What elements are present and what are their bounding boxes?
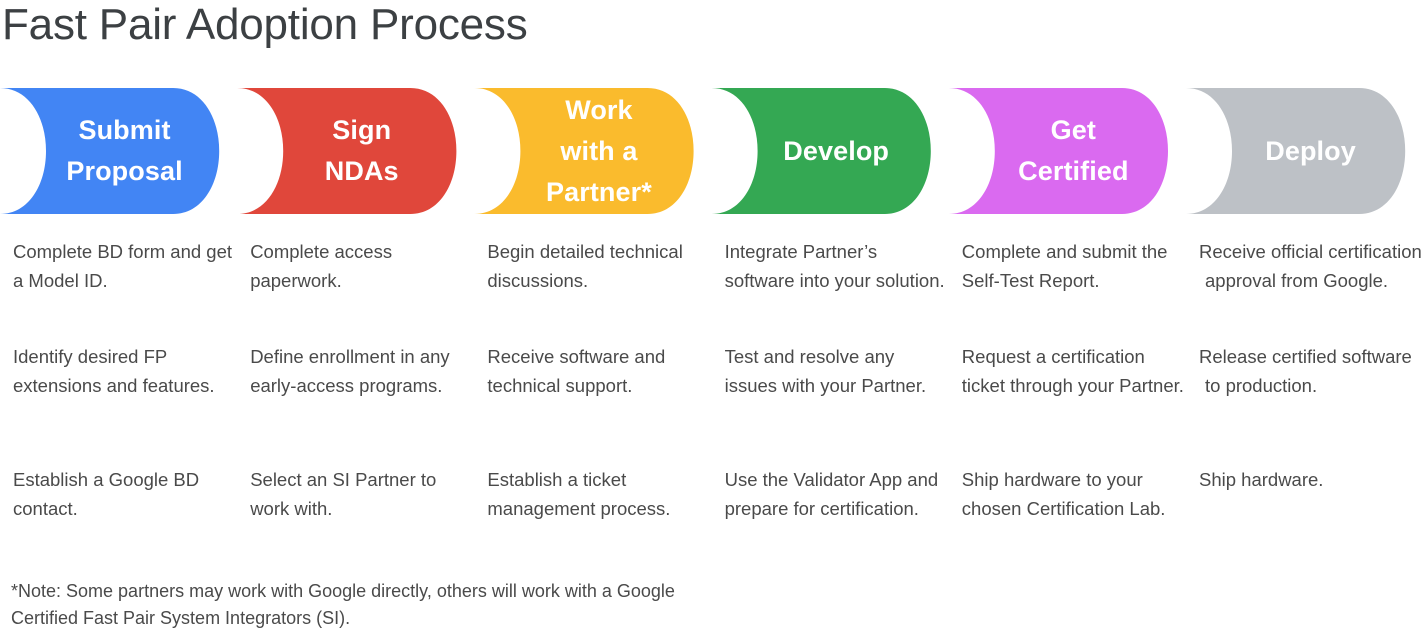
footnote-note: *Note: Some partners may work with Googl… [11, 581, 675, 628]
process-step-label: Get Certified [1018, 115, 1129, 186]
process-step-labels: Submit Proposal Sign NDAs Work with a Part… [0, 88, 1423, 214]
detail-item: Release certified software to production… [1199, 346, 1412, 396]
process-step-shape[interactable] [711, 88, 931, 214]
detail-item: Complete BD form and get a Model ID. [13, 241, 233, 291]
page-title: Fast Pair Adoption Process [2, 0, 528, 49]
detail-item: Complete and submit the Self-Test Report… [961, 241, 1168, 291]
detail-item: Ship hardware. [1199, 469, 1324, 490]
process-step-shape[interactable] [1186, 88, 1406, 214]
detail-item: Begin detailed technical discussions. [487, 241, 683, 291]
detail-item: Receive software and technical support. [487, 346, 666, 396]
detail-item: Ship hardware to your chosen Certificati… [961, 469, 1166, 519]
detail-item: Receive official certification approval … [1199, 241, 1422, 291]
detail-item: Request a certification ticket through y… [961, 346, 1184, 396]
process-step-label: Deploy [1265, 135, 1356, 166]
process-step-label: Work with a Partner* [546, 94, 652, 207]
detail-item: Integrate Partner’s software into your s… [724, 241, 945, 291]
detail-item: Establish a ticket management process. [487, 469, 671, 519]
process-step-label: Submit Proposal [66, 115, 183, 186]
process-step-shape[interactable] [474, 88, 694, 214]
process-step-shape[interactable] [948, 88, 1168, 214]
process-chevron-shapes [0, 88, 1406, 214]
detail-item: Identify desired FP extensions and featu… [13, 346, 215, 396]
detail-item: Establish a Google BD contact. [13, 469, 200, 519]
detail-item: Use the Validator App and prepare for ce… [724, 469, 939, 519]
detail-item: Select an SI Partner to work with. [250, 469, 437, 519]
process-step-shape[interactable] [237, 88, 457, 214]
process-step-shape[interactable] [0, 88, 220, 214]
detail-item: Test and resolve any issues with your Pa… [724, 346, 927, 396]
detail-item: Complete access paperwork. [250, 241, 393, 291]
detail-item: Define enrollment in any early-access pr… [250, 346, 450, 396]
process-step-label: Sign NDAs [324, 115, 399, 186]
process-step-label: Develop [783, 135, 889, 166]
process-chevron-band: Submit Proposal Sign NDAs Work with a Part… [0, 88, 1423, 214]
